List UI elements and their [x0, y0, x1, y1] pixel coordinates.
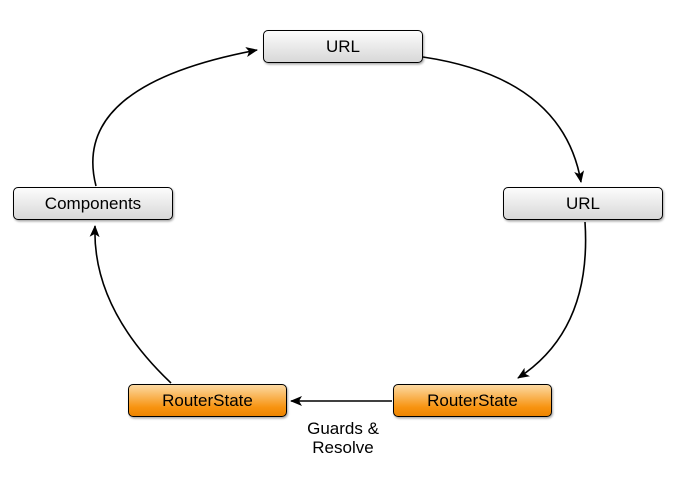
node-routerstate-right: RouterState: [393, 384, 552, 417]
node-routerstate-left: RouterState: [128, 384, 287, 417]
node-url-right: URL: [503, 187, 663, 220]
edge-label-line1: Guards &: [307, 419, 379, 438]
arrow-components-to-url-top: [92, 47, 258, 187]
arrow-url-top-to-url-right: [422, 56, 585, 183]
edge-label-line2: Resolve: [312, 438, 374, 457]
arrow-url-right-to-routerstate-right: [517, 221, 587, 379]
node-components: Components: [13, 187, 173, 220]
edge-label-guards-resolve: Guards & Resolve: [293, 419, 393, 457]
arrow-routerstate-left-to-components: [89, 225, 172, 384]
node-url-top: URL: [263, 30, 423, 63]
